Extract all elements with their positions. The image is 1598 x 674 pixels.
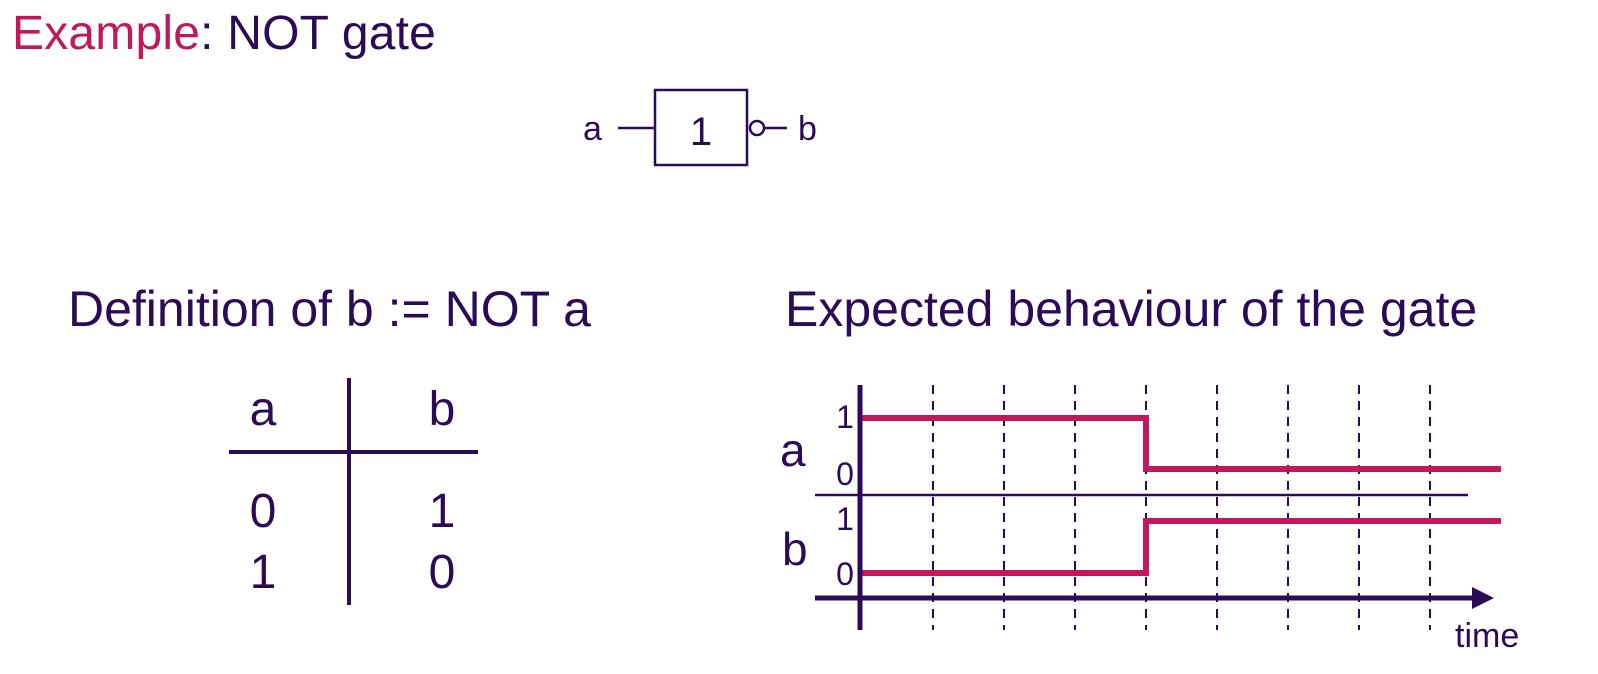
- slide-title: Example: NOT gate: [12, 6, 436, 61]
- timing-grid: [932, 385, 1431, 630]
- truth-table-header-a: a: [250, 383, 277, 436]
- truth-table-header-b: b: [429, 383, 456, 436]
- truth-table-cell: 1: [429, 485, 456, 538]
- truth-table-heading: Definition of b := NOT a: [68, 281, 591, 337]
- truth-table-cell: 1: [250, 546, 277, 599]
- title-suffix: : NOT gate: [200, 7, 437, 60]
- signal-a-level-1-label: 1: [836, 399, 854, 435]
- timing-heading: Expected behaviour of the gate: [785, 281, 1478, 337]
- signal-b-name: b: [782, 523, 808, 575]
- signal-a-level-0-label: 0: [836, 456, 854, 492]
- signal-a-waveform: [862, 415, 1501, 472]
- signal-a-name: a: [780, 424, 806, 476]
- signal-b-level-1-label: 1: [836, 501, 854, 537]
- gate-box-label: 1: [690, 110, 712, 154]
- timing-traces: [862, 415, 1501, 576]
- title-prefix: Example: [12, 7, 201, 60]
- truth-table-cell: 0: [429, 546, 456, 599]
- gate-input-label: a: [583, 110, 602, 148]
- time-axis-arrow-icon: [1472, 587, 1494, 609]
- signal-b-waveform: [862, 518, 1501, 576]
- time-axis-label: time: [1455, 617, 1519, 655]
- truth-table-cell: 0: [250, 485, 277, 538]
- gate-box: [653, 88, 749, 167]
- signal-b-level-0-label: 0: [836, 556, 854, 592]
- gate-output-label: b: [798, 110, 817, 148]
